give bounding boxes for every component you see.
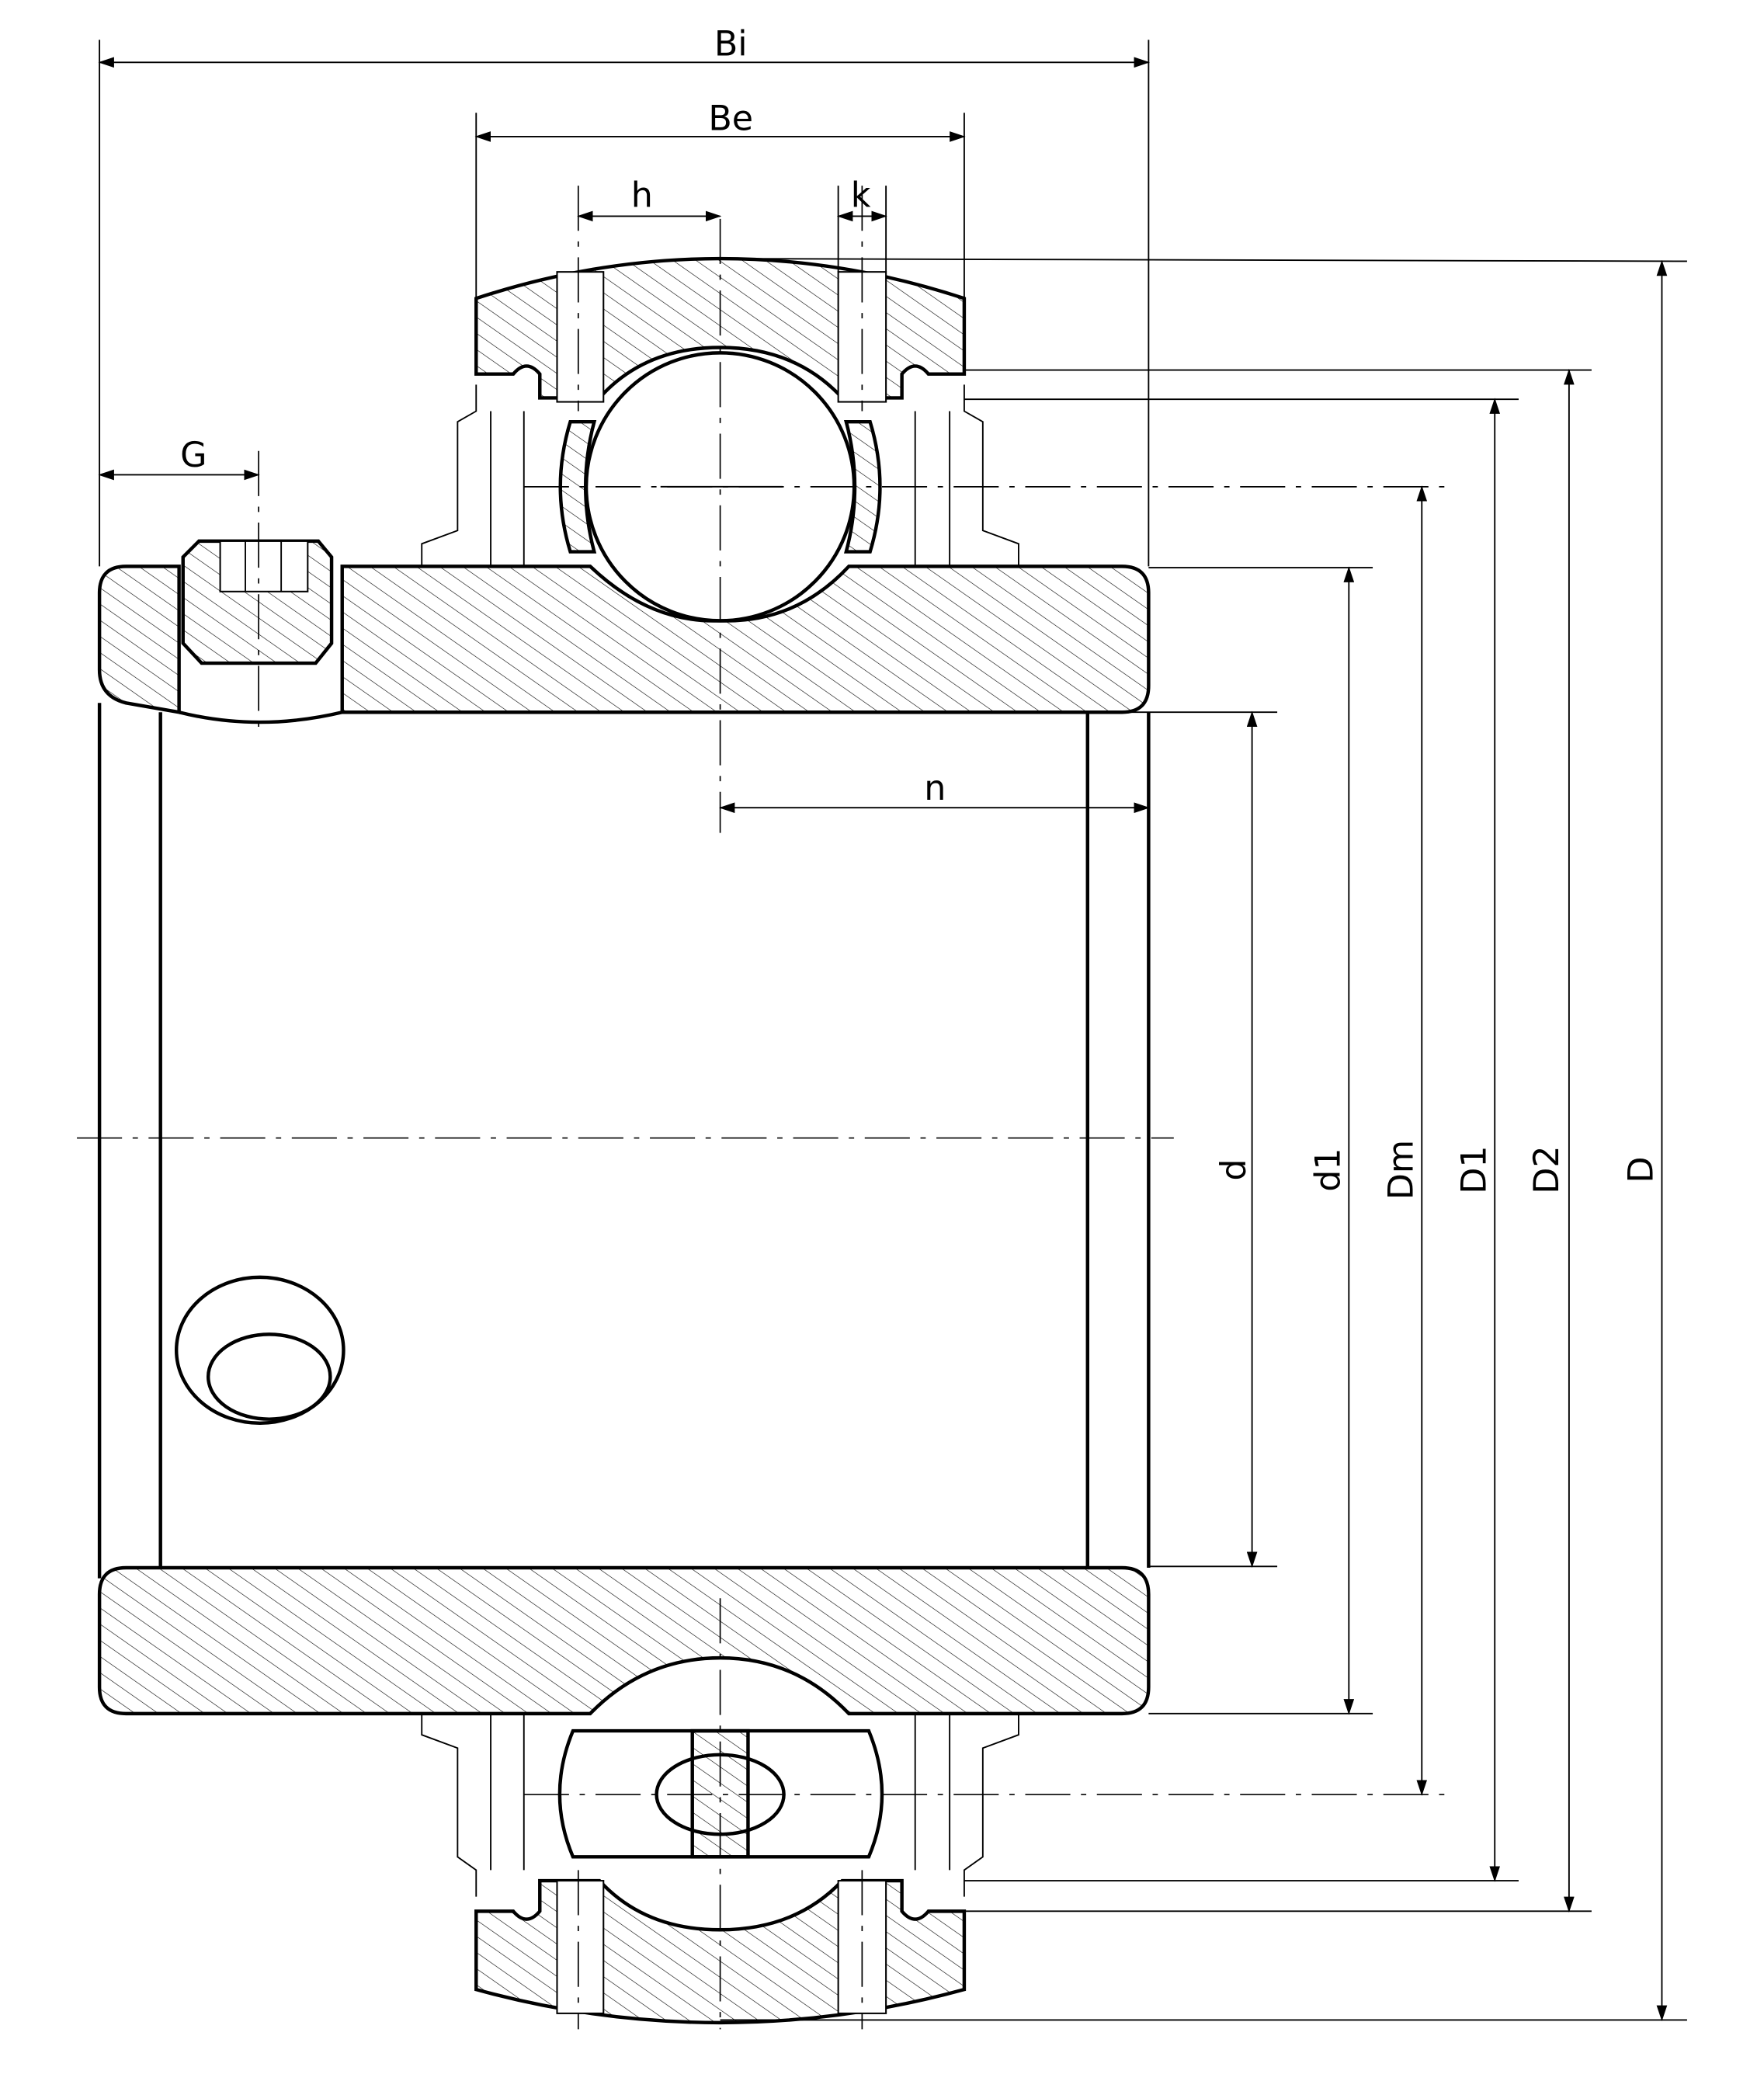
label-h: h	[631, 175, 653, 215]
lubrication-hole	[174, 1275, 346, 1426]
label-D2: D2	[1527, 1145, 1567, 1193]
label-D1: D1	[1454, 1145, 1494, 1193]
label-dm: Dm	[1381, 1140, 1421, 1200]
label-d: d	[1214, 1159, 1254, 1180]
dimension-lines	[98, 57, 1668, 2022]
label-D: D	[1622, 1156, 1662, 1183]
label-d1: d1	[1308, 1148, 1348, 1191]
inner-ring-bottom	[97, 1565, 1151, 1716]
bore	[97, 703, 1151, 1579]
label-n: n	[924, 769, 946, 808]
label-g: G	[180, 436, 207, 475]
outer-ring-bottom	[421, 1713, 1019, 2025]
label-k: k	[851, 175, 871, 215]
label-bi: Bi	[714, 25, 748, 64]
set-screw	[181, 539, 334, 665]
label-be: Be	[708, 99, 753, 138]
inner-ring-top	[97, 565, 1151, 724]
center-lines	[77, 186, 1446, 2030]
